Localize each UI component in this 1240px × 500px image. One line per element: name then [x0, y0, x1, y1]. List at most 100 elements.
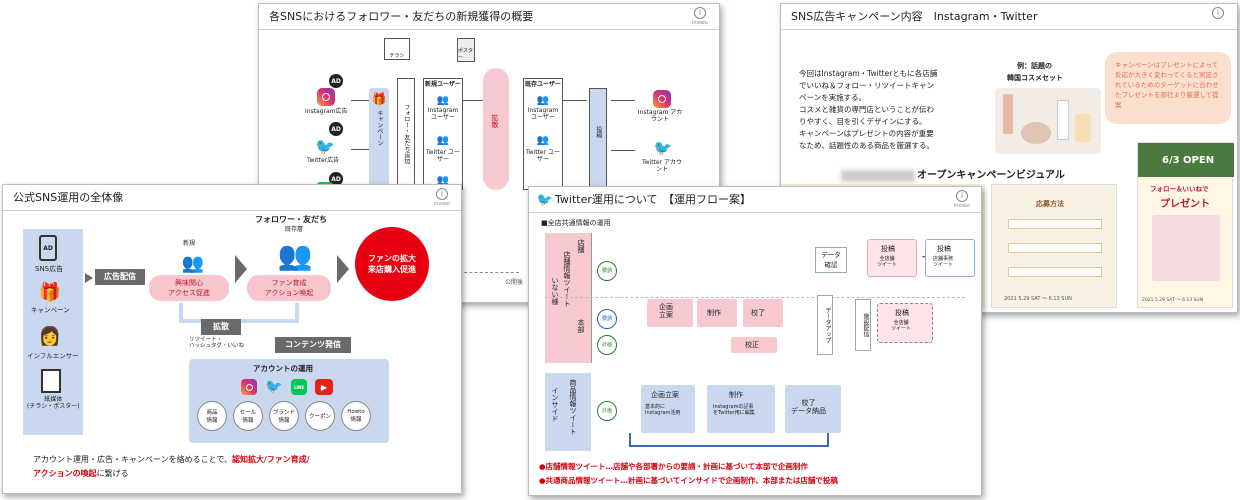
- arrow: [611, 150, 635, 151]
- final-label: 校了: [751, 309, 765, 317]
- retweet-label: リツイート・ ハッシュタグ・いいね: [189, 337, 245, 350]
- ad-badge-icon: AD: [329, 74, 343, 88]
- present-image: [1152, 215, 1220, 281]
- make-box: [697, 299, 737, 327]
- cosmetic-item: [1057, 100, 1069, 140]
- cosmetic-item: [1003, 94, 1013, 134]
- follower-title: フォロワー・友だち: [255, 215, 327, 224]
- inside-plan-box: [641, 385, 695, 433]
- instagram-user-label: Instagram ユーザー: [427, 107, 459, 121]
- post-card-2: [925, 239, 975, 277]
- arrow: [351, 149, 369, 150]
- date-label-2: 2021 5.29 SAT ～ 6.13 SUN: [1142, 298, 1204, 303]
- request-bubble: 要請: [597, 261, 617, 281]
- body-line: りやすく、目を引くデザインにする。: [799, 117, 927, 126]
- body-line: でいいね＆フォロー・リツイートキャン: [799, 81, 934, 90]
- influencer-label: インフルエンサー: [27, 352, 79, 360]
- note-line-1: ●店舗情報ツイート…店舗や各部署からの要請・計画に基づいて本部で企画制作: [539, 462, 808, 471]
- slide-title: 各SNSにおけるフォロワー・友だちの新規獲得の概要: [259, 4, 719, 30]
- poster-icon: ポスター: [457, 38, 475, 62]
- inside-final-box: [785, 385, 841, 433]
- arrow-right-icon: [85, 273, 93, 283]
- fan-expand-circle: ファンの拡大 来店購入促進: [355, 227, 429, 301]
- store-label: 店舗: [577, 239, 586, 253]
- instagram-icon: [241, 379, 257, 395]
- lane-divider: [591, 233, 592, 363]
- step-bar: [1008, 267, 1102, 277]
- ad-badge-icon: AD: [329, 122, 343, 136]
- note-line-2: ●共通商品情報ツイート…計画に基づいてインサイドで企画制作、本部または店舗で投稿: [539, 476, 838, 485]
- line-icon: LINE: [291, 379, 307, 395]
- howto-label: 応募方法: [1036, 200, 1064, 208]
- hq-label: 本部: [577, 319, 586, 333]
- body-line: 今回はInstagram・Twitterともに各店舗: [799, 69, 938, 78]
- inside-plan-sub: 基本的に Instagram活用: [645, 404, 681, 416]
- plan-label: 企画 立案: [659, 303, 673, 320]
- account-ops-title: アカウントの運用: [253, 364, 313, 373]
- follow-add-label: フォロー・友だち追加: [402, 104, 410, 164]
- post-label: 投稿: [594, 126, 602, 138]
- slide-title: SNS広告キャンペーン内容 Instagram・Twitter: [781, 4, 1237, 30]
- visual-title: オープンキャンペーンビジュアル: [917, 170, 1065, 181]
- new-users-label: 新規ユーザー: [425, 81, 461, 88]
- plan-bubble: 計画: [597, 335, 617, 355]
- make-label: 制作: [707, 309, 721, 317]
- tag-howto-info: Howto 情報: [341, 401, 371, 431]
- people-icon: 👥: [436, 134, 450, 146]
- tag-sale-info: セール 情報: [233, 401, 263, 431]
- open-date: 6/3 OPEN: [1162, 155, 1215, 166]
- lane-store-info: [545, 233, 591, 363]
- youtube-icon: ▶: [315, 379, 333, 395]
- example-product-label: 韓国コスメセット: [1007, 74, 1063, 82]
- present-label: プレゼント: [1160, 199, 1210, 210]
- twitter-user-label: Twitter ユーザー: [425, 149, 461, 163]
- phone-ad-icon: AD: [39, 235, 57, 261]
- data-check-box: データ 確認: [815, 247, 847, 273]
- ad-delivery-label: 広告配信: [95, 269, 145, 285]
- people-icon: 👥: [536, 94, 550, 106]
- section-label: ■全店共通情報の運用: [541, 219, 611, 227]
- arrow: [463, 100, 483, 101]
- post1-sub: 全店舗 ツイート: [877, 256, 898, 268]
- channel-column: [23, 229, 83, 435]
- tag-coupon: クーポン: [305, 401, 335, 431]
- data-upload-box: データアップ: [817, 295, 833, 355]
- instagram-account-label: Instagram アカウント: [637, 109, 683, 123]
- loop-arrow: [629, 433, 829, 447]
- post-card-1: [867, 239, 917, 277]
- date-label: 2021 5.29 SAT ～ 6.13 SUN: [1004, 296, 1072, 302]
- inside-final-label: 校了 データ納品: [791, 399, 826, 416]
- spread-ellipse: [483, 68, 509, 190]
- existing-users-box: [523, 78, 563, 190]
- post-column: [589, 88, 607, 188]
- people-outline-icon: 👥: [181, 252, 205, 274]
- step-bar: [1008, 243, 1102, 253]
- inside-plan-label: 企画立案: [651, 391, 679, 399]
- body-line: コスメと雑貨の専門店ということが伝わ: [799, 105, 934, 114]
- twitter-account-label: Twitter アカウント: [641, 159, 683, 173]
- post1-label: 投稿: [881, 245, 895, 253]
- follow-like-label: フォロー＆いいねで: [1150, 185, 1209, 193]
- inside-make-label: 制作: [729, 391, 743, 399]
- plan-bubble-2: 計画: [597, 401, 617, 421]
- post3-sub: 全店舗 ツイート: [891, 320, 912, 332]
- content-label: コンテンツ発信: [275, 337, 351, 353]
- people-icon: 👥: [536, 134, 550, 146]
- arrow: [351, 100, 369, 101]
- post-card-3: [877, 303, 933, 343]
- chevron-right-icon: [337, 255, 349, 283]
- chevron-right-icon: [235, 255, 247, 283]
- example-label: 例：話題の: [1017, 62, 1052, 70]
- arrow: [611, 100, 635, 101]
- final-box: [743, 299, 783, 327]
- post3-label: 投稿: [895, 309, 909, 317]
- slide-title: Twitter運用について 【運用フロー案】: [529, 187, 981, 213]
- twitter-icon: 🐦: [315, 136, 335, 156]
- twitter-icon: 🐦: [653, 139, 673, 157]
- lane1-sub: いない様: [551, 277, 560, 305]
- lane2-label: インサイド: [551, 387, 560, 422]
- paper-media-label: 紙媒体 (チラシ・ポスター): [27, 396, 80, 410]
- campaign-column: [369, 88, 389, 208]
